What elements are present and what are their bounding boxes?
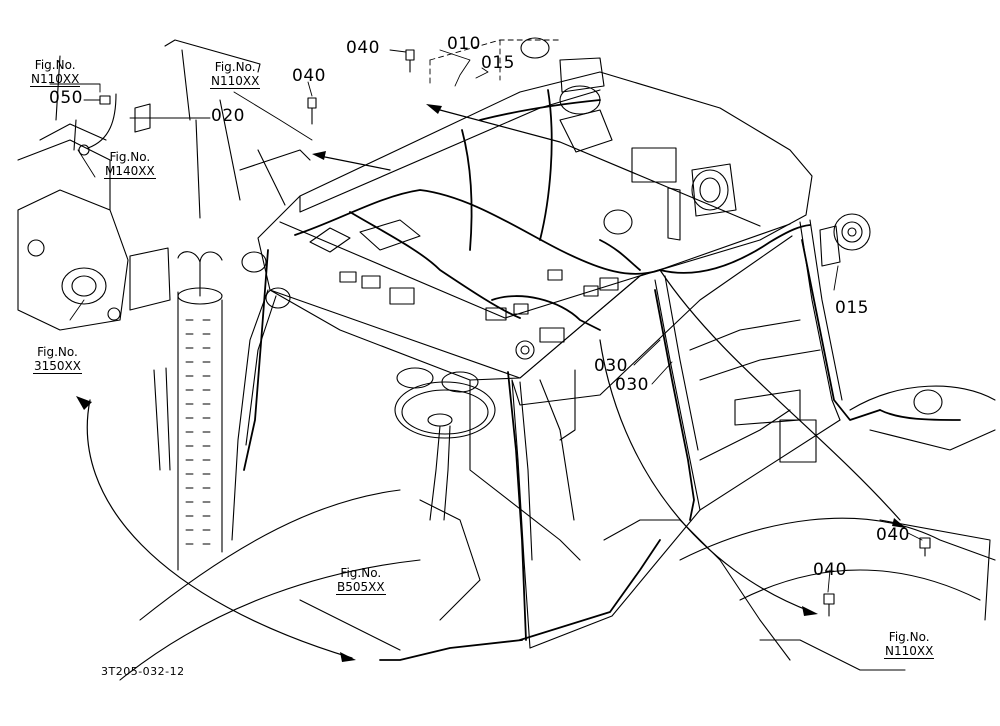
work-lamps <box>241 37 943 415</box>
exhaust-perforations <box>185 319 211 545</box>
part-label-015: 015 <box>481 53 515 73</box>
dashed-callouts <box>429 39 561 85</box>
fig-ref-m140xx: Fig.No. M140XX <box>104 150 156 179</box>
fig-ref-n110xx: Fig.No. N110XX <box>30 58 81 87</box>
exhaust-stack <box>129 247 223 571</box>
part-label-030: 030 <box>594 356 628 376</box>
part-label-050: 050 <box>49 88 83 108</box>
transmission-housing <box>17 123 129 331</box>
fig-ref-n110xx: Fig.No. N110XX <box>210 60 261 89</box>
part-label-040: 040 <box>813 560 847 580</box>
fig-ref-n110xx: Fig.No. N110XX <box>884 630 935 659</box>
part-label-040: 040 <box>292 66 326 86</box>
wiring-harness <box>243 89 961 661</box>
fig-ref-b505xx: Fig.No. B505XX <box>336 566 386 595</box>
part-label-040: 040 <box>876 525 910 545</box>
part-label-015: 015 <box>835 298 869 318</box>
rear-fender <box>849 385 996 621</box>
cab-roof <box>257 71 813 406</box>
fasteners <box>55 49 931 617</box>
reference-arrows <box>86 109 901 659</box>
harness-components <box>309 57 817 463</box>
part-label-030: 030 <box>615 375 649 395</box>
bonnet-floor <box>119 429 996 681</box>
leader-lines <box>49 49 923 593</box>
arrow-heads <box>76 104 906 662</box>
steering-wheel <box>394 367 496 521</box>
cab-interior <box>469 319 821 561</box>
part-label-010: 010 <box>447 34 481 54</box>
rear-frame <box>134 39 311 219</box>
part-label-020: 020 <box>211 106 245 126</box>
fig-ref-3150xx: Fig.No. 3150XX <box>33 345 82 374</box>
drawing-code: 3T205-032-12 <box>101 665 185 678</box>
part-label-040: 040 <box>346 38 380 58</box>
cab-pillars <box>231 219 843 649</box>
